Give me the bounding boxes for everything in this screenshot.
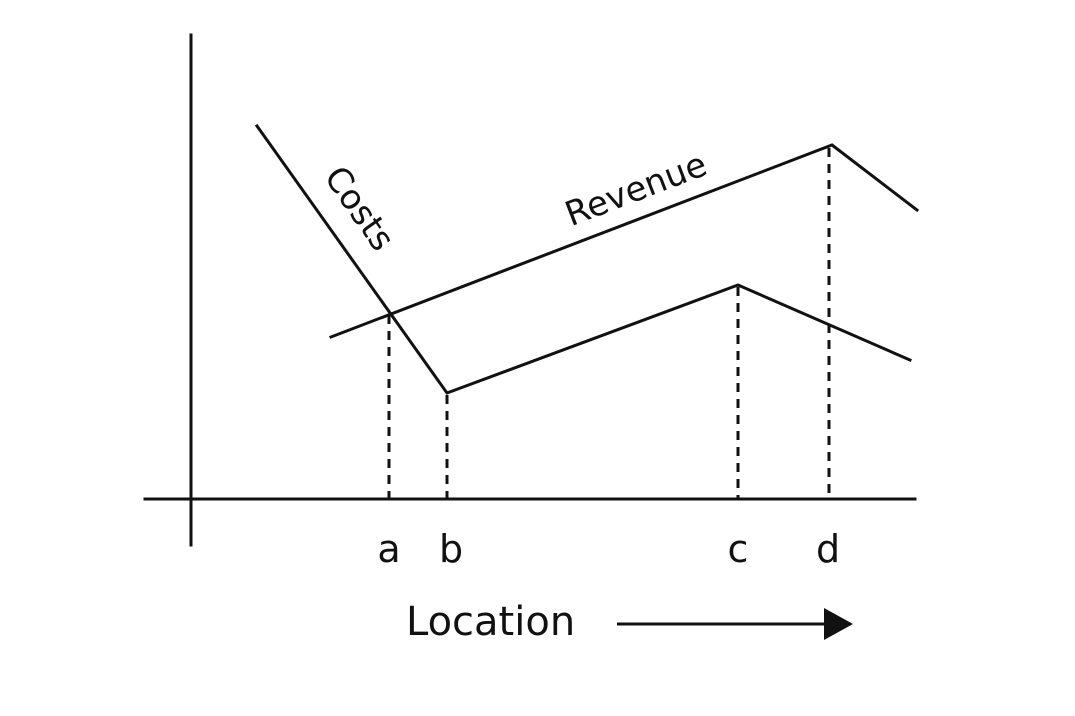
marker-b-label: b xyxy=(439,527,463,571)
marker-d-label: d xyxy=(816,527,840,571)
right-arrow-icon xyxy=(617,608,853,640)
costs-line xyxy=(254,123,912,395)
costs-label: Costs xyxy=(316,159,402,258)
marker-a-label: a xyxy=(377,527,400,571)
revenue-line xyxy=(329,143,920,339)
marker-c-label: c xyxy=(728,527,749,571)
x-axis-label: Location xyxy=(406,599,575,645)
